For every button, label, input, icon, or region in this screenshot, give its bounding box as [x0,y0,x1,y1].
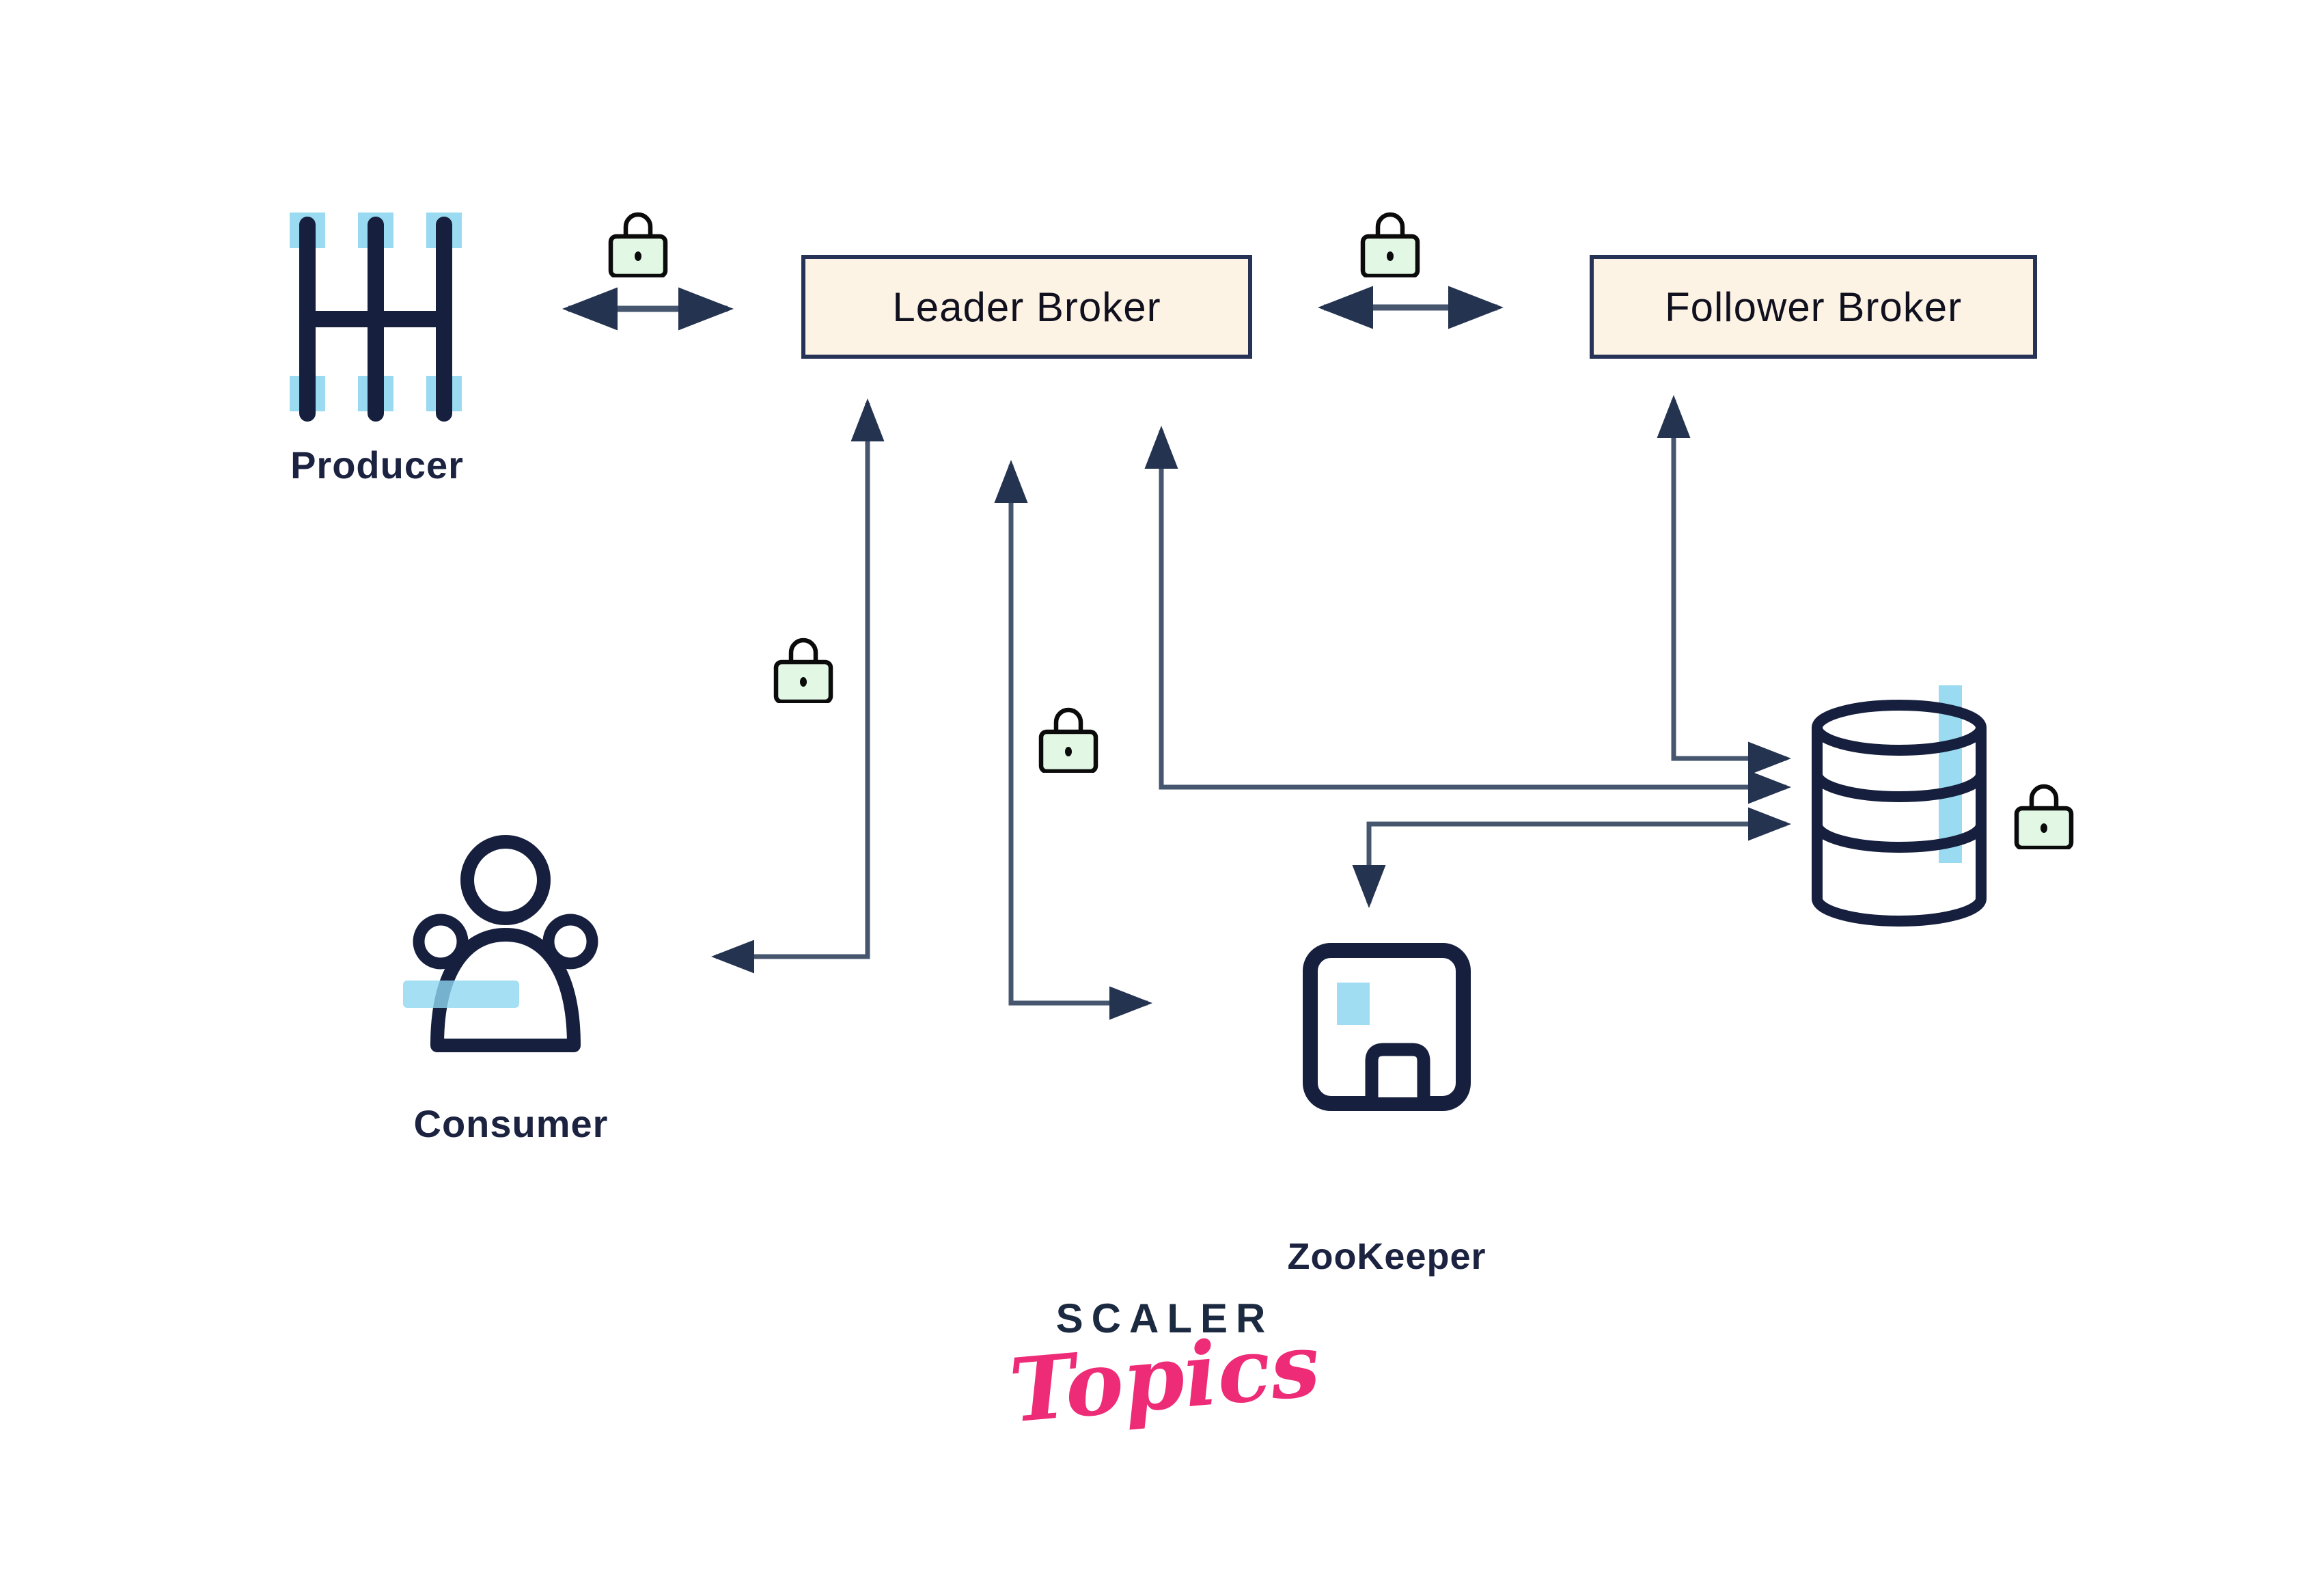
consumer-label: Consumer [413,1102,609,1145]
follower-broker-label: Follower Broker [1664,284,1963,330]
leader-broker-box: Leader Broker [801,255,1252,359]
lock-icon [2014,784,2074,849]
zookeeper-icon [1303,943,1471,1111]
consumer-icon [403,835,598,1052]
lock-icon [773,638,833,703]
lock-icon [1038,707,1098,773]
leader-broker-label: Leader Broker [892,284,1161,330]
arrow-leader-zookeeper [994,460,1152,1020]
arrow-follower-database [1657,395,1791,776]
database-icon [1812,685,1987,927]
arrow-leader-database [1144,426,1791,804]
lock-icon [1360,212,1420,277]
arrow-zookeeper-database [1352,807,1791,908]
arrow-leader-consumer [711,398,885,974]
follower-broker-box: Follower Broker [1590,255,2037,359]
scaler-logo-brand: SCALER [1055,1296,1274,1341]
producer-icon [290,213,462,422]
lock-icon [608,212,668,277]
zookeeper-label: ZooKeeper [1287,1236,1486,1277]
producer-label: Producer [290,443,464,486]
